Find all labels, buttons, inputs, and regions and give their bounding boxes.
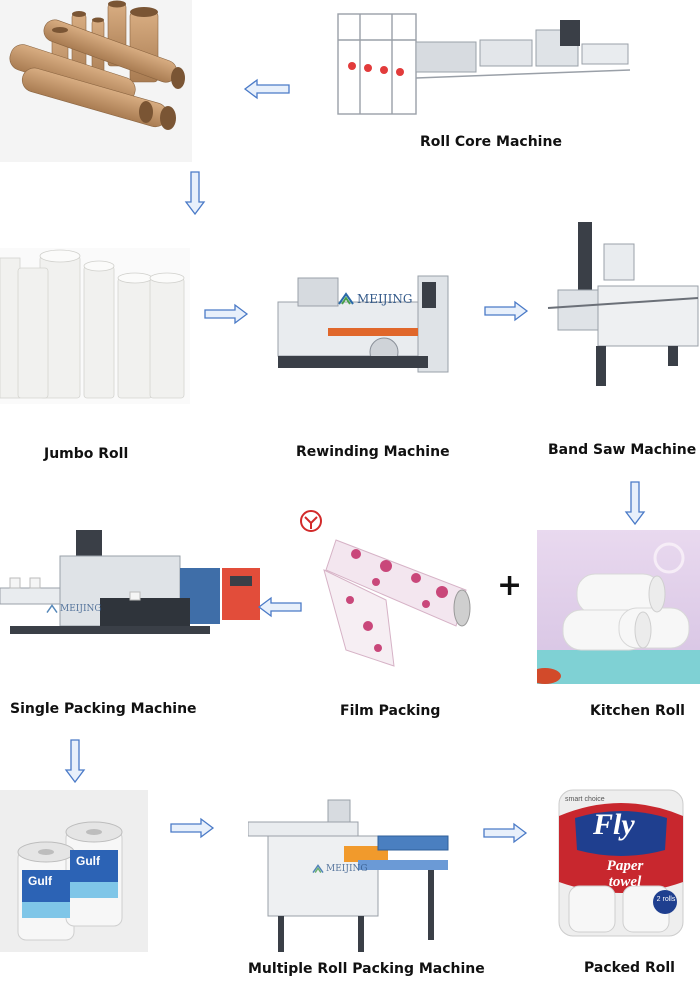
label-packed-roll: Packed Roll	[584, 960, 675, 976]
roll-core-machine-photo	[330, 0, 640, 128]
gulf-brand-label-left: Gulf	[28, 874, 52, 888]
arrow-down-icon	[624, 481, 646, 526]
meijing-logo-small: MEIJING	[46, 604, 102, 614]
arrow-down-icon	[64, 739, 86, 784]
meijing-logo-icon	[338, 292, 354, 305]
label-multiple-roll-packing-machine: Multiple Roll Packing Machine	[248, 961, 485, 977]
gulf-rolls-photo	[0, 790, 148, 952]
jumbo-roll-photo	[0, 248, 190, 404]
film-brand-logo-icon	[298, 508, 324, 539]
label-roll-core-machine: Roll Core Machine	[420, 134, 562, 150]
kitchen-roll-photo	[537, 530, 700, 684]
arrow-right-icon	[483, 822, 528, 844]
packed-roll-photo	[545, 786, 693, 938]
arrow-right-icon	[170, 817, 215, 839]
arrow-right-icon	[484, 300, 529, 322]
arrow-down-icon	[184, 171, 206, 216]
multiple-roll-packing-machine-photo	[248, 796, 458, 956]
meijing-logo: MEIJING	[338, 292, 412, 306]
label-film-packing: Film Packing	[340, 703, 441, 719]
meijing-logo-text: MEIJING	[357, 292, 413, 306]
paper-towel-text: Paper towel	[606, 858, 644, 890]
arrow-left-icon	[257, 596, 302, 618]
meijing-logo-small-icon	[46, 604, 58, 613]
smart-choice-tag: smart choice	[565, 796, 605, 803]
meijing-logo-small-text: MEIJING	[60, 604, 102, 614]
arrow-left-icon	[243, 78, 290, 100]
plus-sign: +	[497, 568, 523, 603]
label-single-packing-machine: Single Packing Machine	[10, 701, 197, 717]
film-packing-photo	[316, 530, 472, 670]
label-jumbo-roll: Jumbo Roll	[44, 446, 129, 462]
label-band-saw-machine: Band Saw Machine	[548, 442, 697, 458]
meijing-logo-center-text: MEIJING	[326, 864, 368, 874]
rewinding-machine-photo	[268, 262, 460, 392]
band-saw-machine-photo	[538, 222, 700, 388]
meijing-logo-center-icon	[312, 864, 324, 873]
two-rolls-badge: 2 rolls	[656, 896, 676, 903]
label-kitchen-roll: Kitchen Roll	[590, 703, 685, 719]
meijing-logo-center: MEIJING	[312, 864, 368, 874]
fly-brand-text: Fly	[593, 808, 635, 841]
label-rewinding-machine: Rewinding Machine	[296, 444, 450, 460]
single-packing-machine-photo	[0, 528, 262, 664]
arrow-right-icon	[204, 303, 249, 325]
gulf-brand-label-right: Gulf	[76, 854, 100, 868]
roll-cores-photo	[0, 0, 192, 162]
